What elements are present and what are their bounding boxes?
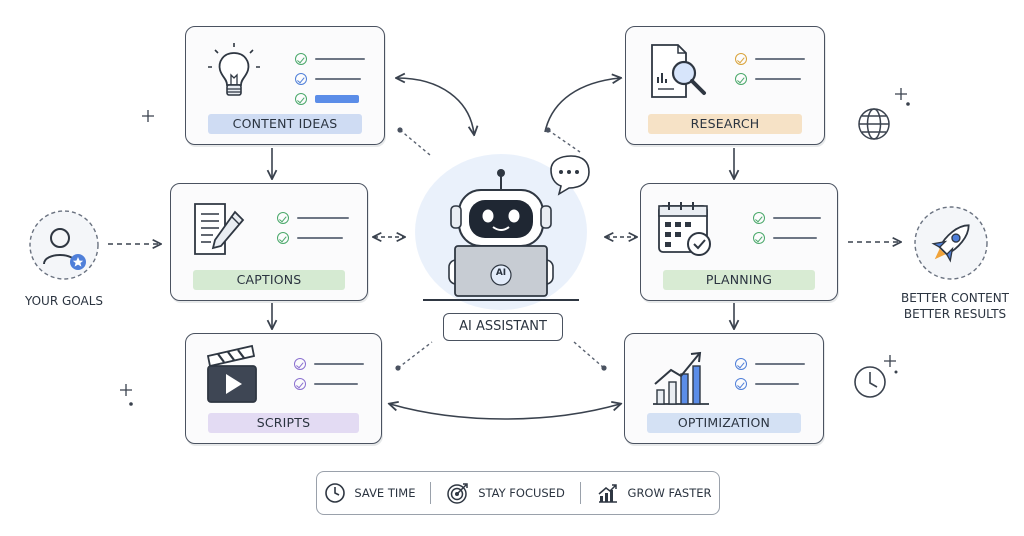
dotted-link-3: [397, 341, 433, 369]
dotted-link-2: [547, 129, 581, 153]
checklist: [735, 354, 805, 394]
benefit-label: GROW FASTER: [627, 486, 712, 500]
laptop-ai-text: AI: [495, 268, 507, 278]
card-scripts: SCRIPTS: [185, 333, 382, 444]
checklist: [294, 354, 364, 394]
rocket-icon: [914, 206, 988, 280]
checklist: [277, 208, 349, 248]
benefits-bar: SAVE TIME STAY FOCUSED GROW FASTER: [316, 471, 720, 515]
card-planning: PLANNING: [640, 183, 838, 301]
card-label: PLANNING: [663, 270, 815, 290]
magnifier-document-icon: [651, 44, 706, 98]
benefit-label: SAVE TIME: [354, 486, 416, 500]
card-research: RESEARCH: [625, 26, 825, 145]
target-icon: [447, 483, 468, 504]
card-captions: CAPTIONS: [170, 183, 368, 301]
arrow-ideas-center: [397, 78, 474, 134]
benefit-grow-faster: GROW FASTER: [596, 482, 712, 504]
clock-icon: [325, 483, 346, 503]
your-goals-label: YOUR GOALS: [24, 294, 104, 308]
checklist: [735, 49, 805, 89]
card-label: RESEARCH: [648, 114, 802, 134]
card-label: OPTIMIZATION: [647, 413, 801, 433]
calendar-check-icon: [658, 202, 711, 256]
dotted-link-4: [573, 341, 605, 369]
results-line-2: BETTER RESULTS: [903, 307, 1007, 321]
results-line-1: BETTER CONTENT: [900, 291, 1010, 305]
benefit-stay-focused: STAY FOCUSED: [446, 481, 565, 505]
card-label: CAPTIONS: [193, 270, 345, 290]
user-goal-icon: [29, 210, 99, 280]
arrow-center-research: [544, 78, 620, 133]
divider: [579, 482, 581, 504]
benefit-label: STAY FOCUSED: [478, 486, 565, 500]
document-pencil-icon: [194, 203, 245, 255]
globe-icon: [858, 108, 890, 140]
lightbulb-icon: [208, 43, 260, 96]
benefit-save-time: SAVE TIME: [324, 482, 415, 504]
dotted-link-1: [399, 129, 431, 156]
card-label: CONTENT IDEAS: [208, 114, 362, 134]
ai-assistant-label: AI ASSISTANT: [443, 313, 563, 341]
checklist: [753, 208, 821, 248]
sparkle-icon: [120, 88, 907, 396]
checklist: [295, 49, 365, 109]
growth-chart-icon: [653, 351, 709, 405]
results-label: BETTER CONTENT BETTER RESULTS: [896, 290, 1014, 322]
ai-assistant-robot: [415, 154, 590, 310]
clapperboard-icon: [206, 344, 257, 403]
card-content-ideas: CONTENT IDEAS: [185, 26, 385, 145]
speech-bubble-icon: [550, 155, 590, 196]
growth-chart-icon: [598, 484, 617, 503]
divider: [430, 482, 432, 504]
card-label: SCRIPTS: [208, 413, 359, 433]
arrow-scripts-optimization: [390, 404, 620, 420]
clock-icon: [854, 366, 886, 398]
card-optimization: OPTIMIZATION: [624, 333, 824, 444]
